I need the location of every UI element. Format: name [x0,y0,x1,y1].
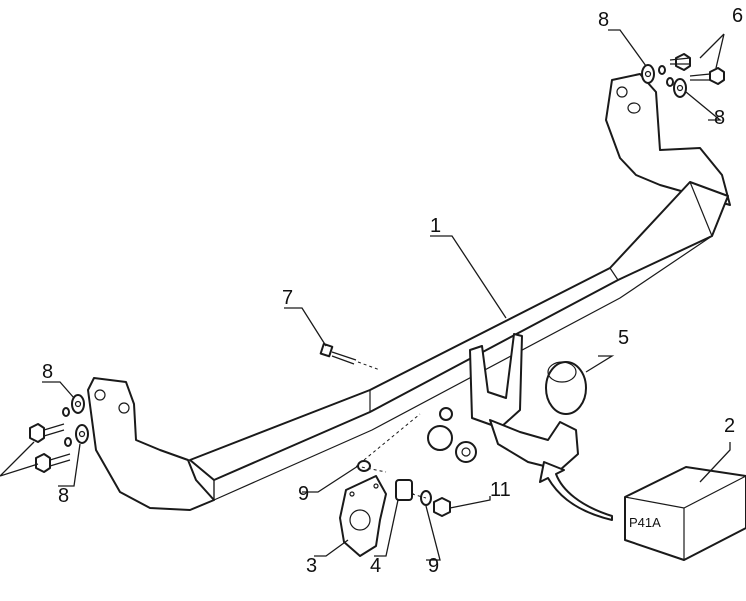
callout-1: 1 [430,215,441,237]
callout-8-left-lower: 8 [58,485,69,507]
assembly-guides [355,361,427,499]
bolt-7 [319,343,357,365]
box-label: P41A [629,515,661,530]
callout-11: 11 [490,479,511,501]
left-mounting-bracket [87,377,215,511]
socket-plate [339,475,387,557]
small-washer-top [357,460,371,472]
bolts-lower-left [29,423,71,473]
callout-numbers: 1 2 3 4 5 6 7 8 8 8 8 9 9 11 [42,5,743,577]
install-arrow [539,461,613,521]
callout-9-lower: 9 [428,555,439,577]
tow-ball-cap [545,361,587,415]
callout-7: 7 [282,287,293,309]
bolt-kit-box: P41A [624,466,746,561]
bolts-upper-right [669,53,725,85]
nut [433,497,451,517]
callout-9-upper: 9 [298,483,309,505]
washers-upper-right [641,64,687,98]
callout-8-top: 8 [598,9,609,31]
callout-2: 2 [724,415,735,437]
washers-lower-left [62,394,89,447]
crossbeam-body [189,181,729,501]
tow-neck [427,333,579,471]
callout-3: 3 [306,555,317,577]
right-mounting-bracket [605,73,731,206]
callout-8-right: 8 [714,107,725,129]
callout-5: 5 [618,327,629,349]
callout-4: 4 [370,555,381,577]
leader-lines [0,29,731,561]
spring [395,479,415,501]
callout-8-left-upper: 8 [42,361,53,383]
callout-6: 6 [732,5,743,27]
